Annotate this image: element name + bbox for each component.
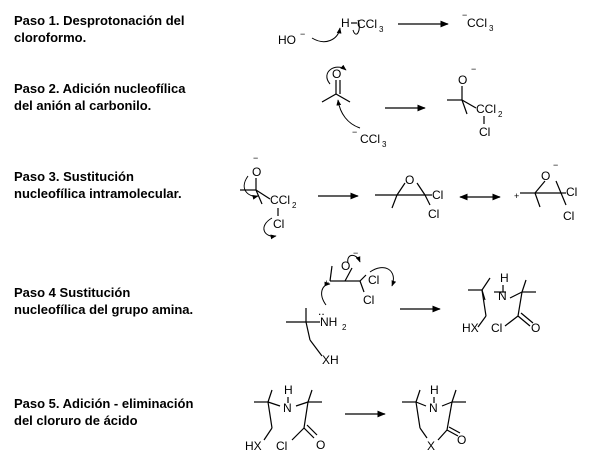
step-3-scheme: − O CCl 2 Cl O Cl Cl + O − Cl	[240, 153, 577, 240]
anion-charge: −	[352, 127, 357, 137]
alkoxide-charge: −	[253, 153, 258, 163]
subscript-2: 2	[498, 110, 503, 119]
step-3-label: Paso 3. Sustitución nucleofílica intramo…	[14, 169, 182, 201]
xh-group: XH	[322, 353, 339, 367]
curved-arrow-icon	[311, 27, 342, 43]
trichloromethyl-anion: CCl	[467, 16, 487, 30]
step-4-scheme: + O − Cl Cl .. NH 2 XH HX H N	[286, 248, 540, 367]
anion-subscript: 3	[382, 140, 387, 149]
alkoxide-oxygen: O	[252, 165, 261, 179]
amine-hydrogen: H	[430, 383, 439, 397]
subscript-2: 2	[292, 201, 297, 210]
curved-arrow-icon	[321, 281, 331, 306]
chlorine-label: Cl	[276, 439, 287, 453]
carbonyl-oxygen: O	[531, 321, 540, 335]
curved-arrow-icon	[326, 64, 347, 85]
chlorine-label: Cl	[479, 125, 490, 139]
curved-arrow-icon	[243, 175, 259, 200]
curved-arrow-icon	[347, 254, 361, 264]
step-5-label: Paso 5. Adición - eliminación del clorur…	[14, 396, 194, 428]
alkoxide-charge: −	[553, 160, 558, 170]
step-5-scheme: HX H N Cl O X H N O	[245, 383, 466, 453]
step-2-scheme: O − CCl 3 O − CCl 2 Cl	[321, 64, 503, 149]
trichloromethyl-anion: CCl	[360, 132, 380, 146]
chlorine-label: Cl	[563, 209, 574, 223]
carbonyl-oxygen: O	[332, 67, 341, 81]
step-1-label: Paso 1. Desprotonación del cloroformo.	[14, 13, 185, 45]
curved-arrow-icon	[369, 267, 397, 287]
chlorine-label: Cl	[363, 293, 374, 307]
alkoxide-oxygen: O	[341, 259, 350, 273]
hx-group: HX	[245, 439, 262, 453]
alkoxide-oxygen: O	[541, 169, 550, 183]
alkoxide-oxygen: O	[458, 73, 467, 87]
chlorine-label: Cl	[428, 207, 439, 221]
amine-nitrogen: N	[429, 401, 438, 415]
alkoxide-charge: −	[471, 64, 476, 74]
epoxide-oxygen: O	[405, 173, 414, 187]
chlorine-label: Cl	[368, 273, 379, 287]
chlorine-label: Cl	[566, 185, 577, 199]
curved-arrow-icon	[336, 99, 361, 129]
step-4-label: Paso 4 Sustitución nucleofílica del grup…	[14, 285, 194, 317]
anion-charge: −	[462, 10, 467, 20]
bond-arrow-icon	[352, 19, 360, 35]
chlorine-label: Cl	[432, 188, 443, 202]
hx-group: HX	[462, 321, 479, 335]
step-2-label: Paso 2. Adición nucleofílica del anión a…	[14, 81, 186, 113]
amine-nitrogen: N	[283, 401, 292, 415]
subscript-2: 2	[342, 323, 347, 332]
cation-charge: +	[324, 278, 329, 288]
hydroxide-charge: −	[300, 29, 305, 39]
carbonyl-oxygen: O	[316, 438, 325, 452]
dichloromethyl-group: CCl	[270, 193, 290, 207]
amine-hydrogen: H	[284, 383, 293, 397]
chloroform-subscript: 3	[379, 25, 384, 34]
step-1-scheme: HO − H CCl 3 CCl 3 −	[278, 10, 494, 47]
lone-pair: ..	[318, 304, 325, 318]
amine-nitrogen: N	[498, 289, 507, 303]
hydroxide-label: HO	[278, 33, 296, 47]
amine-group: NH	[320, 315, 337, 329]
hydrogen-label: H	[341, 16, 350, 30]
chlorine-label: Cl	[273, 217, 284, 231]
anion-subscript: 3	[489, 24, 494, 33]
chloroform-label: CCl	[357, 17, 377, 31]
amine-hydrogen: H	[500, 271, 509, 285]
cation-charge: +	[514, 191, 519, 201]
dichloromethyl-group: CCl	[476, 102, 496, 116]
heteroatom-x: X	[427, 439, 435, 453]
curved-arrow-icon	[263, 217, 277, 240]
carbonyl-oxygen: O	[457, 433, 466, 447]
chlorine-label: Cl	[491, 321, 502, 335]
alkoxide-charge: −	[353, 248, 358, 258]
